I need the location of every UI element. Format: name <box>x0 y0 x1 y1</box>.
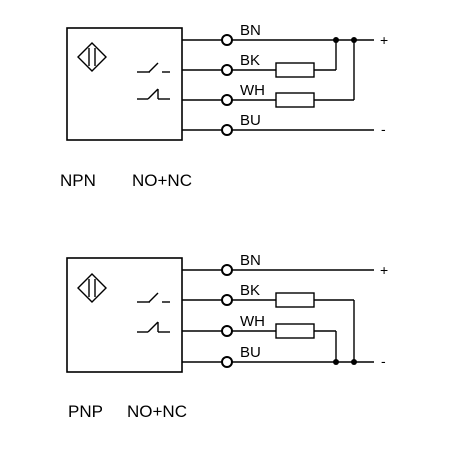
wire-label-bk: BK <box>240 52 260 69</box>
resistor-bk <box>275 62 315 78</box>
pnp-diagram: BN BK WH BU + - PNP NO+NC <box>66 252 388 421</box>
supply-positive: + <box>380 32 388 48</box>
supply-positive: + <box>380 262 388 278</box>
terminal-wh <box>221 94 233 106</box>
wire-label-bn: BN <box>240 252 261 269</box>
resistor-wh <box>275 323 315 339</box>
proximity-sensor-icon <box>77 273 107 303</box>
wire-label-wh: WH <box>240 313 265 330</box>
npn-diagram: BN BK WH BU + - NPN NO+NC <box>60 22 388 190</box>
supply-negative: - <box>381 121 386 137</box>
sensor-body <box>66 257 183 373</box>
no-switch-icon <box>137 62 170 73</box>
terminal-bu <box>221 356 233 368</box>
terminal-bk <box>221 64 233 76</box>
terminal-wh <box>221 325 233 337</box>
resistor-wh <box>275 92 315 108</box>
caption-output-type: PNP <box>68 402 103 421</box>
nc-switch-icon <box>137 321 170 333</box>
wire-label-bu: BU <box>240 344 261 361</box>
caption-output-type: NPN <box>60 171 96 190</box>
supply-negative: - <box>381 353 386 369</box>
junction-dot <box>351 37 357 43</box>
wire-label-wh: WH <box>240 82 265 99</box>
terminal-bk <box>221 294 233 306</box>
caption-contact-mode: NO+NC <box>132 171 192 190</box>
terminal-bu <box>221 124 233 136</box>
sensor-body <box>66 27 183 141</box>
wire-label-bn: BN <box>240 22 261 39</box>
junction-dot <box>333 37 339 43</box>
nc-switch-icon <box>137 88 170 100</box>
wire-label-bk: BK <box>240 282 260 299</box>
wire-label-bu: BU <box>240 112 261 129</box>
terminal-bn <box>221 34 233 46</box>
caption-contact-mode: NO+NC <box>127 402 187 421</box>
junction-dot <box>351 359 357 365</box>
resistor-bk <box>275 292 315 308</box>
proximity-sensor-icon <box>77 42 107 72</box>
terminal-bn <box>221 264 233 276</box>
junction-dot <box>333 359 339 365</box>
no-switch-icon <box>137 292 170 303</box>
